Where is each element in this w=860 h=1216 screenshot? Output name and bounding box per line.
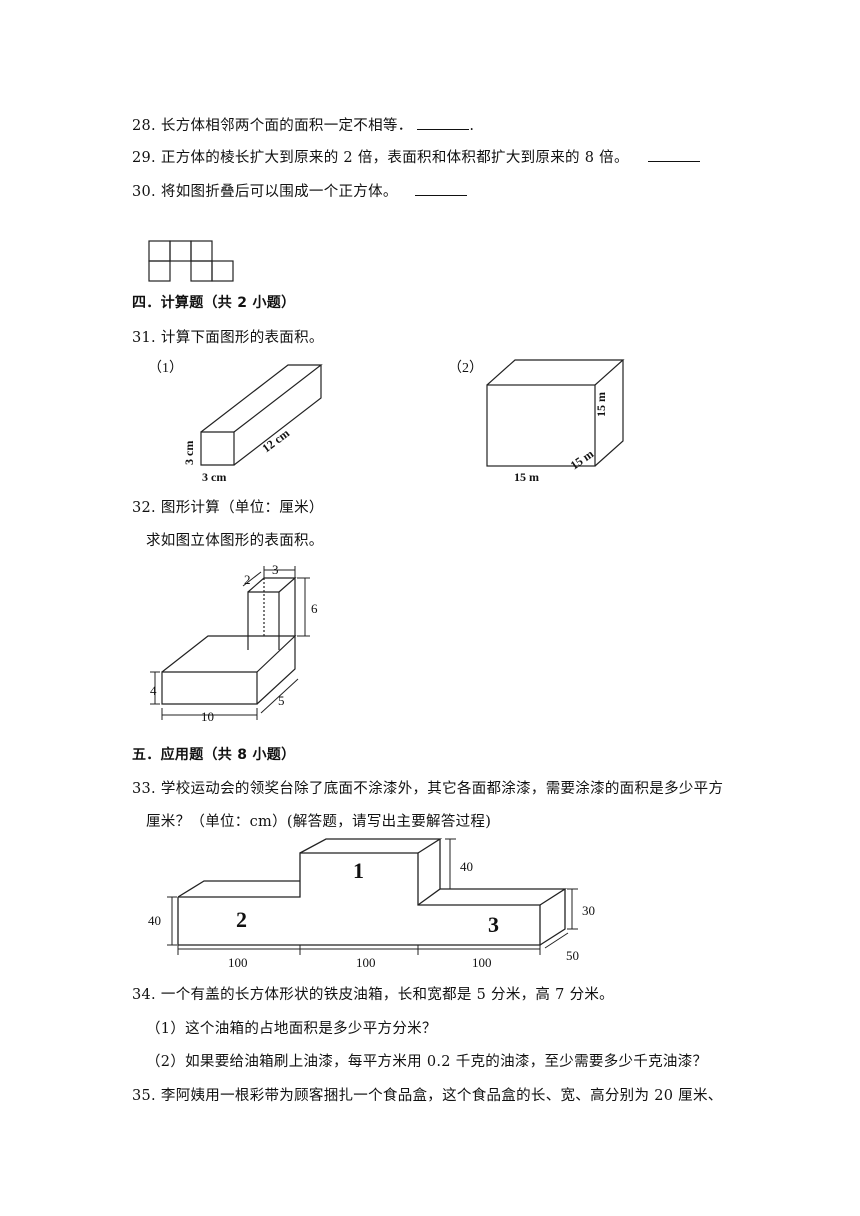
fig-label: （1） [148, 360, 183, 376]
dim-top-width: 3 [272, 562, 279, 577]
question-34-sub1: （1）这个油箱的占地面积是多少平方分米？ [146, 1021, 437, 1037]
question-text: 李阿姨用一根彩带为顾客捆扎一个食品盒，这个食品盒的长、宽、高分别为 20 厘米、 [160, 1088, 723, 1104]
dim-height: 3 cm [182, 441, 196, 465]
answer-blank[interactable] [417, 115, 470, 130]
question-31: 31. 计算下面图形的表面积。 [132, 326, 324, 347]
section-5-heading: 五．应用题（共 8 小题） [132, 747, 296, 763]
podium-label-2: 2 [236, 907, 247, 932]
question-number: 30. [132, 184, 156, 200]
question-32: 32. 图形计算（单位：厘米） [132, 496, 324, 517]
question-number: 29. [132, 150, 156, 166]
question-33: 33. 学校运动会的领奖台除了底面不涂漆外，其它各面都涂漆，需要涂漆的面积是多少… [132, 777, 723, 798]
question-number: 31. [132, 330, 156, 346]
dim-height: 15 m [594, 392, 608, 417]
question-29: 29. 正方体的棱长扩大到原来的 2 倍，表面积和体积都扩大到原来的 8 倍。 [132, 146, 700, 167]
question-number: 34. [132, 987, 156, 1003]
question-33-line2: 厘米？（单位：cm）(解答题，请写出主要解答过程) [146, 814, 492, 830]
dim-depth: 15 m [568, 447, 597, 473]
question-text: 将如图折叠后可以围成一个正方体。 [160, 184, 398, 200]
question-35: 35. 李阿姨用一根彩带为顾客捆扎一个食品盒，这个食品盒的长、宽、高分别为 20… [132, 1084, 723, 1105]
dim-h3: 30 [582, 903, 595, 918]
figure-32-composite-solid: 3 2 6 4 10 5 [150, 562, 318, 724]
question-34: 34. 一个有盖的长方体形状的铁皮油箱，长和宽都是 5 分米，高 7 分米。 [132, 983, 614, 1004]
dim-top-height: 6 [311, 601, 318, 616]
punct: . [469, 118, 475, 134]
question-text: 一个有盖的长方体形状的铁皮油箱，长和宽都是 5 分米，高 7 分米。 [160, 987, 614, 1003]
dim-length: 12 cm [259, 426, 292, 455]
question-text: 计算下面图形的表面积。 [160, 330, 324, 346]
question-32-sub: 求如图立体图形的表面积。 [146, 533, 324, 549]
dim-w3: 100 [472, 955, 492, 970]
dim-w2: 100 [356, 955, 376, 970]
dim-width: 15 m [514, 470, 539, 484]
section-4-heading: 四．计算题（共 2 小题） [132, 295, 296, 311]
question-number: 35. [132, 1088, 156, 1104]
podium-label-3: 3 [488, 912, 499, 937]
dim-depth: 50 [566, 948, 579, 963]
dim-width: 3 cm [202, 470, 226, 484]
answer-blank[interactable] [647, 147, 700, 162]
question-text: 正方体的棱长扩大到原来的 2 倍，表面积和体积都扩大到原来的 8 倍。 [160, 150, 629, 166]
figure-31-2-cube: （2） 15 m 15 m 15 m [448, 359, 625, 484]
question-text: 图形计算（单位：厘米） [160, 500, 324, 516]
podium-label-1: 1 [353, 858, 364, 883]
figure-31-1-cuboid: （1） 3 cm 3 cm 12 cm [148, 360, 323, 484]
answer-blank[interactable] [414, 181, 467, 196]
figure-33-podium: 1 2 3 40 40 30 50 100 100 100 [148, 838, 595, 970]
question-28: 28. 长方体相邻两个面的面积一定不相等． . [132, 114, 474, 135]
question-30: 30. 将如图折叠后可以围成一个正方体。 [132, 180, 467, 201]
dim-base-width: 10 [201, 709, 214, 724]
question-number: 33. [132, 781, 156, 797]
question-number: 28. [132, 118, 156, 134]
dim-h2: 40 [148, 913, 161, 928]
dim-w1: 100 [228, 955, 248, 970]
question-text: 学校运动会的领奖台除了底面不涂漆外，其它各面都涂漆，需要涂漆的面积是多少平方 [160, 781, 724, 797]
question-number: 32. [132, 500, 156, 516]
dim-top-depth: 2 [244, 572, 251, 587]
dim-base-height: 4 [150, 683, 157, 698]
fig-label: （2） [448, 360, 483, 376]
cube-net-figure [148, 240, 234, 282]
question-34-sub2: （2）如果要给油箱刷上油漆，每平方米用 0.2 千克的油漆，至少需要多少千克油漆… [146, 1054, 708, 1070]
dim-h1: 40 [460, 859, 473, 874]
dim-base-depth: 5 [278, 693, 285, 708]
question-text: 长方体相邻两个面的面积一定不相等． [160, 118, 413, 134]
